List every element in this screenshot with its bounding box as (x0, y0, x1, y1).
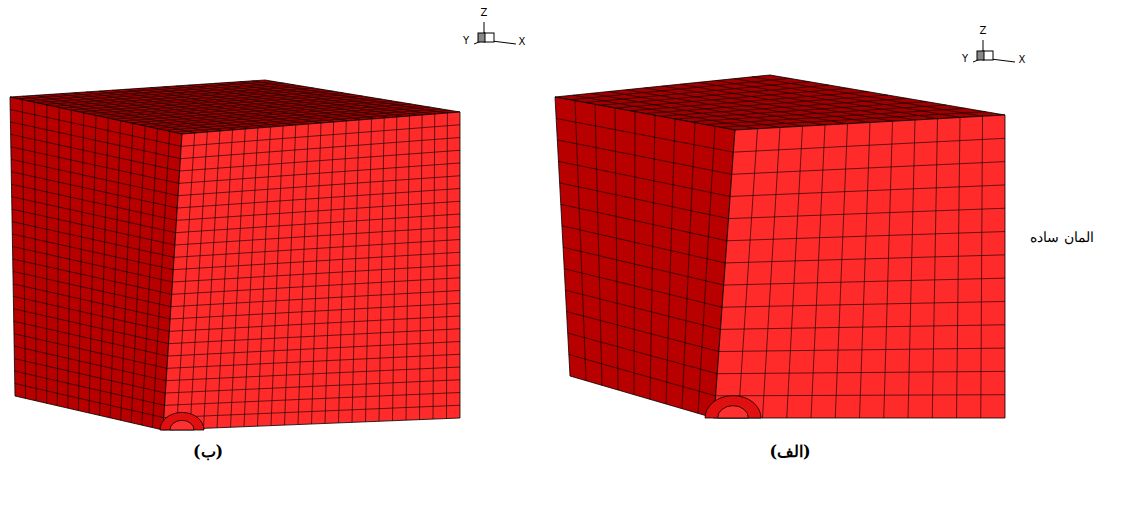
axis-triad (474, 22, 516, 44)
mesh-lines (164, 113, 460, 429)
side-note: المان ساده (1030, 230, 1093, 245)
mesh-face (555, 97, 735, 418)
figure-label: (ب) (193, 443, 223, 461)
figure-label: (الف) (769, 443, 810, 461)
axis-triad (973, 40, 1015, 62)
mesh-face (163, 112, 460, 430)
hole-patch (170, 420, 194, 430)
mesh-face (10, 97, 182, 430)
axis-label: X (1019, 54, 1026, 65)
mesh-lines (556, 101, 733, 414)
hole-patch (718, 406, 749, 418)
hole-patch (160, 412, 204, 430)
axis-label: Y (463, 35, 469, 46)
hole-patch (705, 396, 761, 418)
mesh-face (714, 115, 1005, 418)
axis-label: Y (962, 53, 968, 64)
axis-label: Z (980, 25, 987, 36)
mesh-lines (10, 100, 181, 428)
mesh-lines (716, 116, 1005, 418)
axis-label: X (519, 36, 526, 47)
axis-label: Z (481, 7, 488, 18)
